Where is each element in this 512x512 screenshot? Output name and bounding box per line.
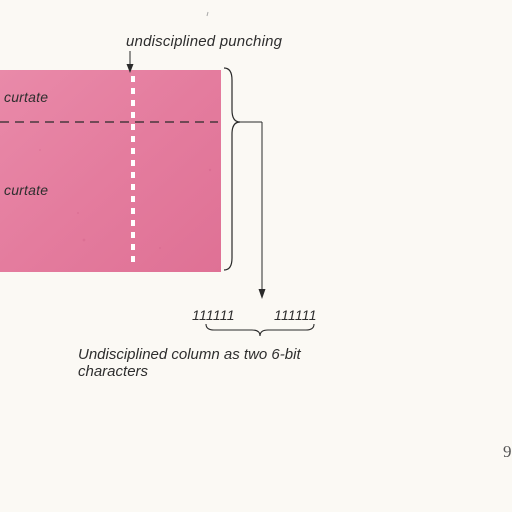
undisciplined-punching-label: undisciplined punching — [126, 33, 283, 50]
punched-card — [0, 70, 221, 272]
lower-curtate-label: curtate — [4, 182, 49, 198]
down-arrow-head — [258, 289, 266, 299]
right-six-bit-value: 111111 — [274, 307, 317, 323]
left-six-bit-value: 111111 — [192, 307, 235, 323]
caption-line-2: characters — [78, 363, 149, 380]
bits-brace — [205, 323, 315, 337]
card-brace — [223, 67, 241, 271]
punching-pointer-arrowhead — [126, 64, 134, 73]
caption-line-1: Undisciplined column as two 6-bit — [78, 346, 301, 363]
paper-mark — [206, 11, 209, 17]
figure-caption: Undisciplined column as two 6-bit charac… — [78, 346, 301, 380]
upper-curtate-label: curtate — [4, 89, 49, 105]
page-number: 9 — [503, 442, 512, 461]
card-texture — [39, 149, 212, 249]
